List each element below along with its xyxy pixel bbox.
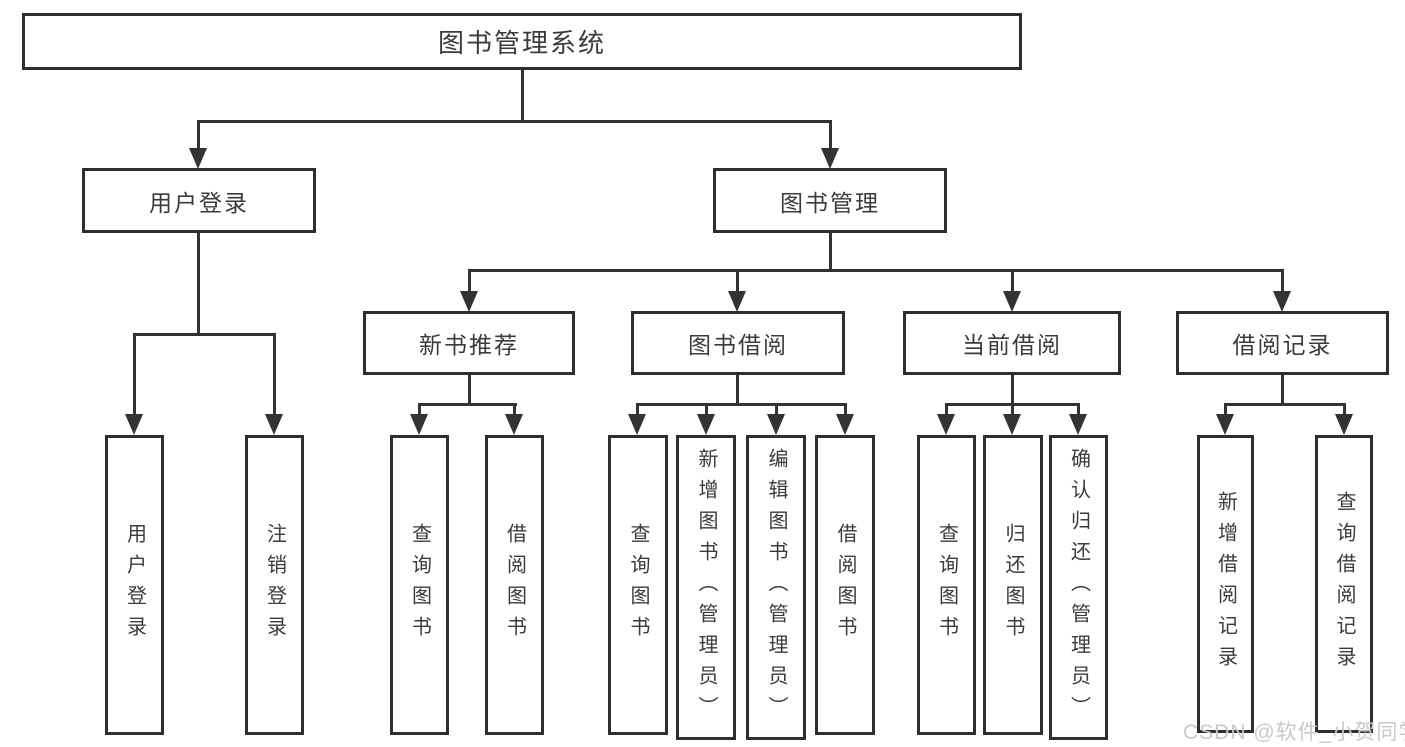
arrow-down-icon	[937, 414, 955, 435]
connector-drop	[1281, 269, 1284, 297]
leaf-borrow-book: 借阅图书	[815, 435, 875, 735]
node-new-book-recommend: 新书推荐	[363, 311, 575, 375]
node-label: 用户登录	[123, 523, 146, 647]
arrow-down-icon	[1003, 414, 1021, 435]
arrow-down-icon	[767, 414, 785, 435]
connector-rail-new-book	[418, 403, 517, 406]
arrow-down-icon	[697, 414, 715, 435]
connector-rail-level2	[197, 120, 832, 123]
connector-drop	[133, 333, 136, 418]
node-label: 图书管理系统	[437, 28, 606, 58]
arrow-down-icon	[505, 414, 523, 435]
arrow-down-icon	[1273, 291, 1291, 312]
connector-drop	[1011, 269, 1014, 297]
connector-drop	[844, 403, 847, 420]
node-label: 用户登录	[149, 189, 249, 216]
arrow-down-icon	[460, 291, 478, 312]
connector-drop	[1011, 403, 1014, 420]
connector-drop	[775, 403, 778, 420]
connector-drop	[513, 403, 516, 420]
node-label: 图书管理	[780, 189, 880, 216]
connector-root-stem	[521, 70, 524, 123]
node-label: 借阅图书	[834, 523, 856, 647]
arrow-down-icon	[728, 291, 746, 312]
arrow-down-icon	[189, 148, 207, 169]
node-book-borrowing: 图书借阅	[631, 311, 845, 375]
node-label: 新增借阅记录	[1214, 491, 1237, 677]
node-current-borrowing: 当前借阅	[903, 311, 1121, 375]
connector-drop	[1224, 403, 1227, 420]
node-borrow-records: 借阅记录	[1176, 311, 1389, 375]
connector-drop	[636, 403, 639, 420]
node-label: 查询图书	[935, 523, 958, 647]
leaf-borrow-book-newrec: 借阅图书	[485, 435, 544, 735]
connector-borrow-record-stem	[1281, 373, 1284, 406]
leaf-confirm-return-admin: 确认归还（管理员）	[1049, 435, 1108, 740]
connector-book-borrow-stem	[736, 373, 739, 406]
arrow-down-icon	[125, 414, 143, 435]
connector-user-login-stem	[197, 232, 200, 336]
node-book-management: 图书管理	[713, 168, 947, 233]
connector-book-mgmt-stem	[829, 232, 832, 272]
node-label: 编辑图书（管理员）	[765, 448, 787, 727]
connector-drop	[468, 269, 471, 297]
node-library-management-system: 图书管理系统	[22, 13, 1022, 70]
arrow-down-icon	[628, 414, 646, 435]
node-label: 确认归还（管理员）	[1067, 448, 1090, 727]
leaf-add-book-admin: 新增图书（管理员）	[676, 435, 736, 740]
leaf-query-book-borrow: 查询图书	[608, 435, 668, 735]
connector-current-borrow-stem	[1011, 373, 1014, 406]
node-label: 查询图书	[627, 523, 649, 647]
node-label: 新书推荐	[419, 332, 519, 358]
node-label: 注销登录	[263, 523, 286, 647]
connector-drop	[736, 269, 739, 297]
leaf-edit-book-admin: 编辑图书（管理员）	[746, 435, 806, 740]
arrow-down-icon	[1069, 414, 1087, 435]
leaf-return-book: 归还图书	[983, 435, 1043, 735]
leaf-query-book-newrec: 查询图书	[390, 435, 449, 735]
node-label: 借阅记录	[1232, 332, 1333, 358]
connector-rail-book-mgmt	[468, 269, 1284, 272]
connector-drop	[1077, 403, 1080, 420]
node-user-login: 用户登录	[82, 168, 316, 233]
leaf-add-borrow-record: 新增借阅记录	[1197, 435, 1254, 733]
arrow-down-icon	[265, 414, 283, 435]
node-label: 查询图书	[408, 523, 431, 647]
arrow-down-icon	[1216, 414, 1234, 435]
connector-drop	[273, 333, 276, 418]
arrow-down-icon	[821, 148, 839, 169]
arrow-down-icon	[410, 414, 428, 435]
arrow-down-icon	[1335, 414, 1353, 435]
connector-drop	[829, 120, 832, 154]
leaf-user-login: 用户登录	[105, 435, 164, 735]
node-label: 归还图书	[1002, 523, 1024, 647]
node-label: 新增图书（管理员）	[695, 448, 717, 727]
leaf-query-book-current: 查询图书	[917, 435, 976, 735]
connector-rail-user-login	[133, 333, 276, 336]
csdn-watermark: CSDN @软件_小贺同学	[1183, 721, 1405, 744]
arrow-down-icon	[1003, 291, 1021, 312]
connector-drop	[1343, 403, 1346, 420]
connector-rail-borrow-record	[1224, 403, 1345, 406]
node-label: 当前借阅	[962, 332, 1062, 358]
connector-drop	[418, 403, 421, 420]
connector-drop	[945, 403, 948, 420]
connector-drop	[705, 403, 708, 420]
arrow-down-icon	[836, 414, 854, 435]
connector-rail-book-borrow	[636, 403, 847, 406]
node-label: 借阅图书	[503, 523, 526, 647]
node-label: 图书借阅	[688, 332, 788, 358]
connector-new-book-stem	[468, 373, 471, 406]
leaf-logout: 注销登录	[245, 435, 304, 735]
leaf-query-borrow-record: 查询借阅记录	[1315, 435, 1373, 733]
node-label: 查询借阅记录	[1333, 491, 1355, 677]
connector-drop	[197, 120, 200, 154]
